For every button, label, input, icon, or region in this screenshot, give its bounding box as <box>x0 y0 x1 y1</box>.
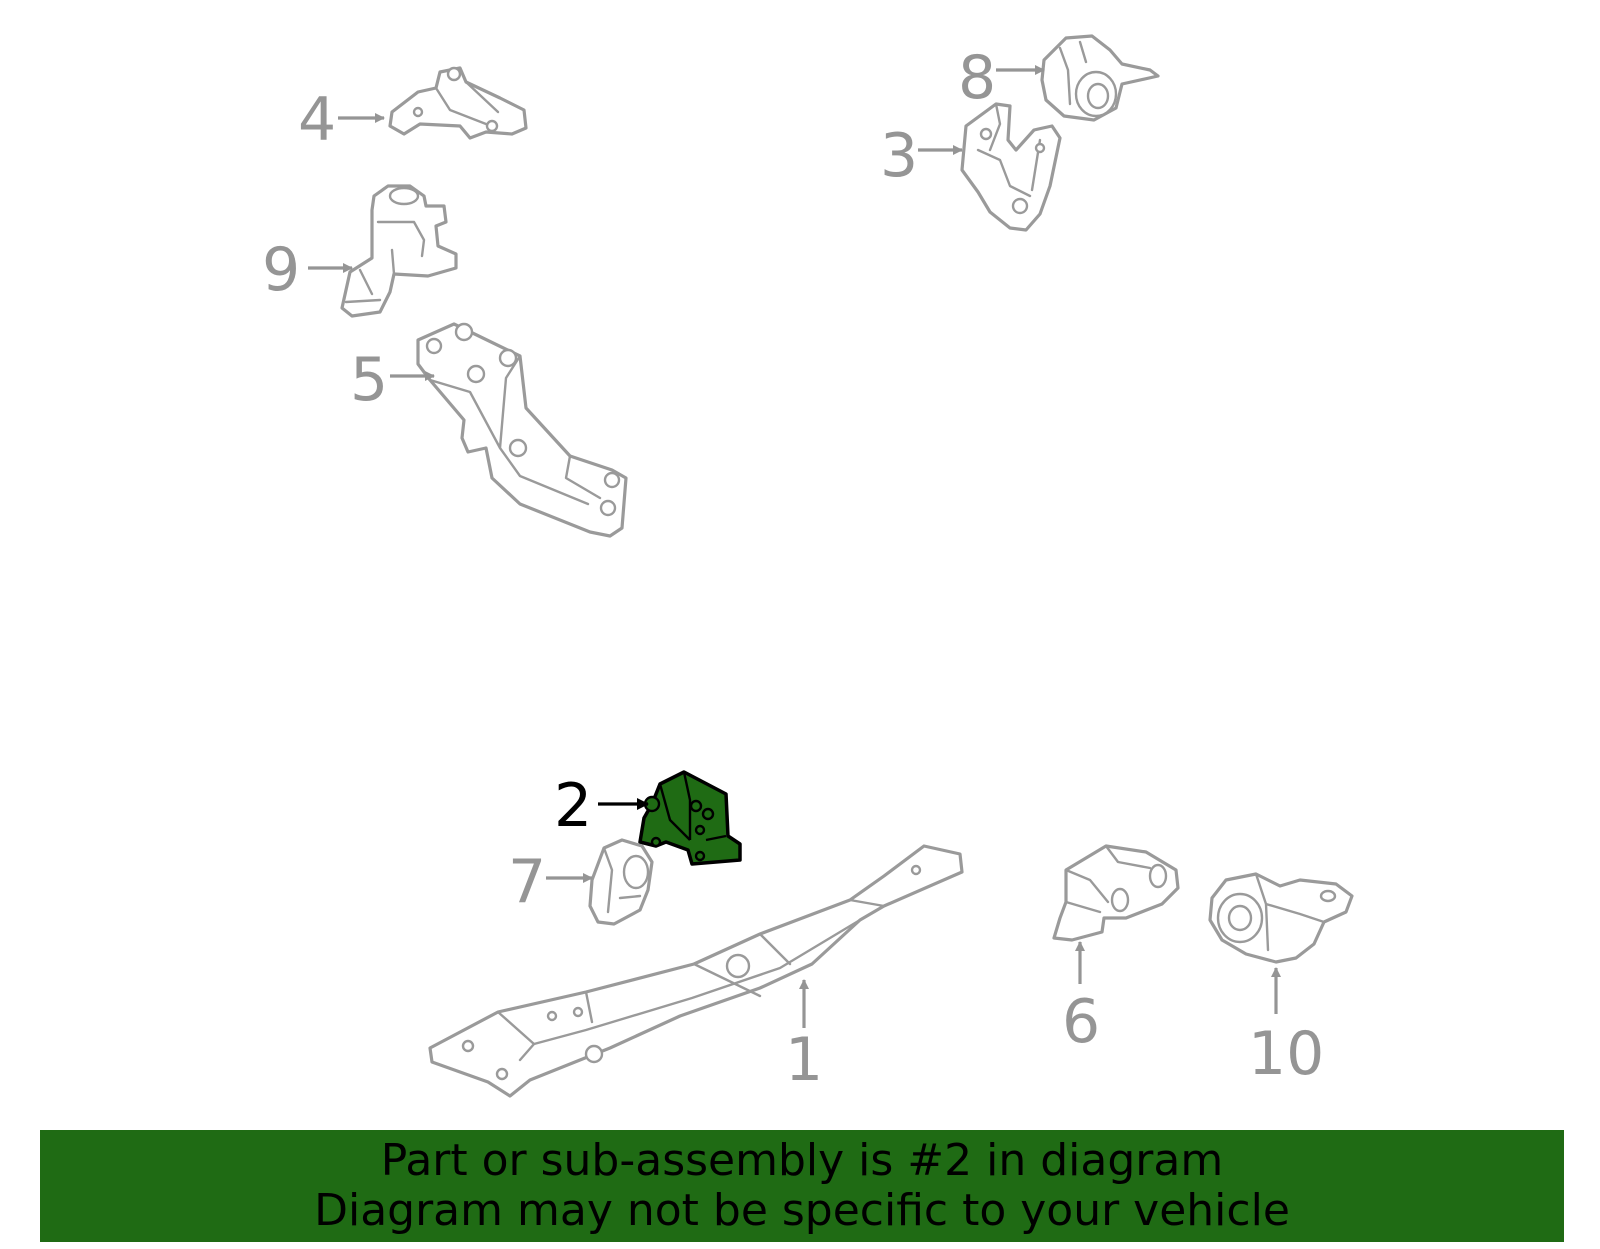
part-5-trans-bracket[interactable] <box>416 322 628 538</box>
part-10-bushing-mount[interactable] <box>1208 872 1354 964</box>
callout-8: 8 <box>958 43 996 113</box>
part-8-bushing-mount[interactable] <box>1040 34 1160 122</box>
banner-line-1: Part or sub-assembly is #2 in diagram <box>380 1135 1224 1186</box>
callout-2: 2 <box>554 771 592 841</box>
banner-line-2: Diagram may not be specific to your vehi… <box>314 1185 1290 1236</box>
info-banner: Part or sub-assembly is #2 in diagram Di… <box>40 1130 1564 1242</box>
part-7-small-mount[interactable] <box>588 838 654 926</box>
callout-9: 9 <box>262 235 300 305</box>
callout-5: 5 <box>350 345 388 415</box>
callout-6: 6 <box>1062 987 1100 1057</box>
part-3-bracket[interactable] <box>960 102 1062 232</box>
callout-4: 4 <box>298 85 336 155</box>
part-4-mount-bracket[interactable] <box>388 66 528 140</box>
part-6-mount[interactable] <box>1052 844 1180 942</box>
callout-10: 10 <box>1248 1019 1324 1089</box>
callout-1: 1 <box>785 1025 823 1095</box>
callout-3: 3 <box>880 121 918 191</box>
part-2-mount-bracket-highlighted[interactable] <box>638 770 742 866</box>
part-1-crossmember[interactable] <box>428 844 964 1098</box>
callout-7: 7 <box>508 847 546 917</box>
part-9-engine-mount[interactable] <box>340 184 458 318</box>
